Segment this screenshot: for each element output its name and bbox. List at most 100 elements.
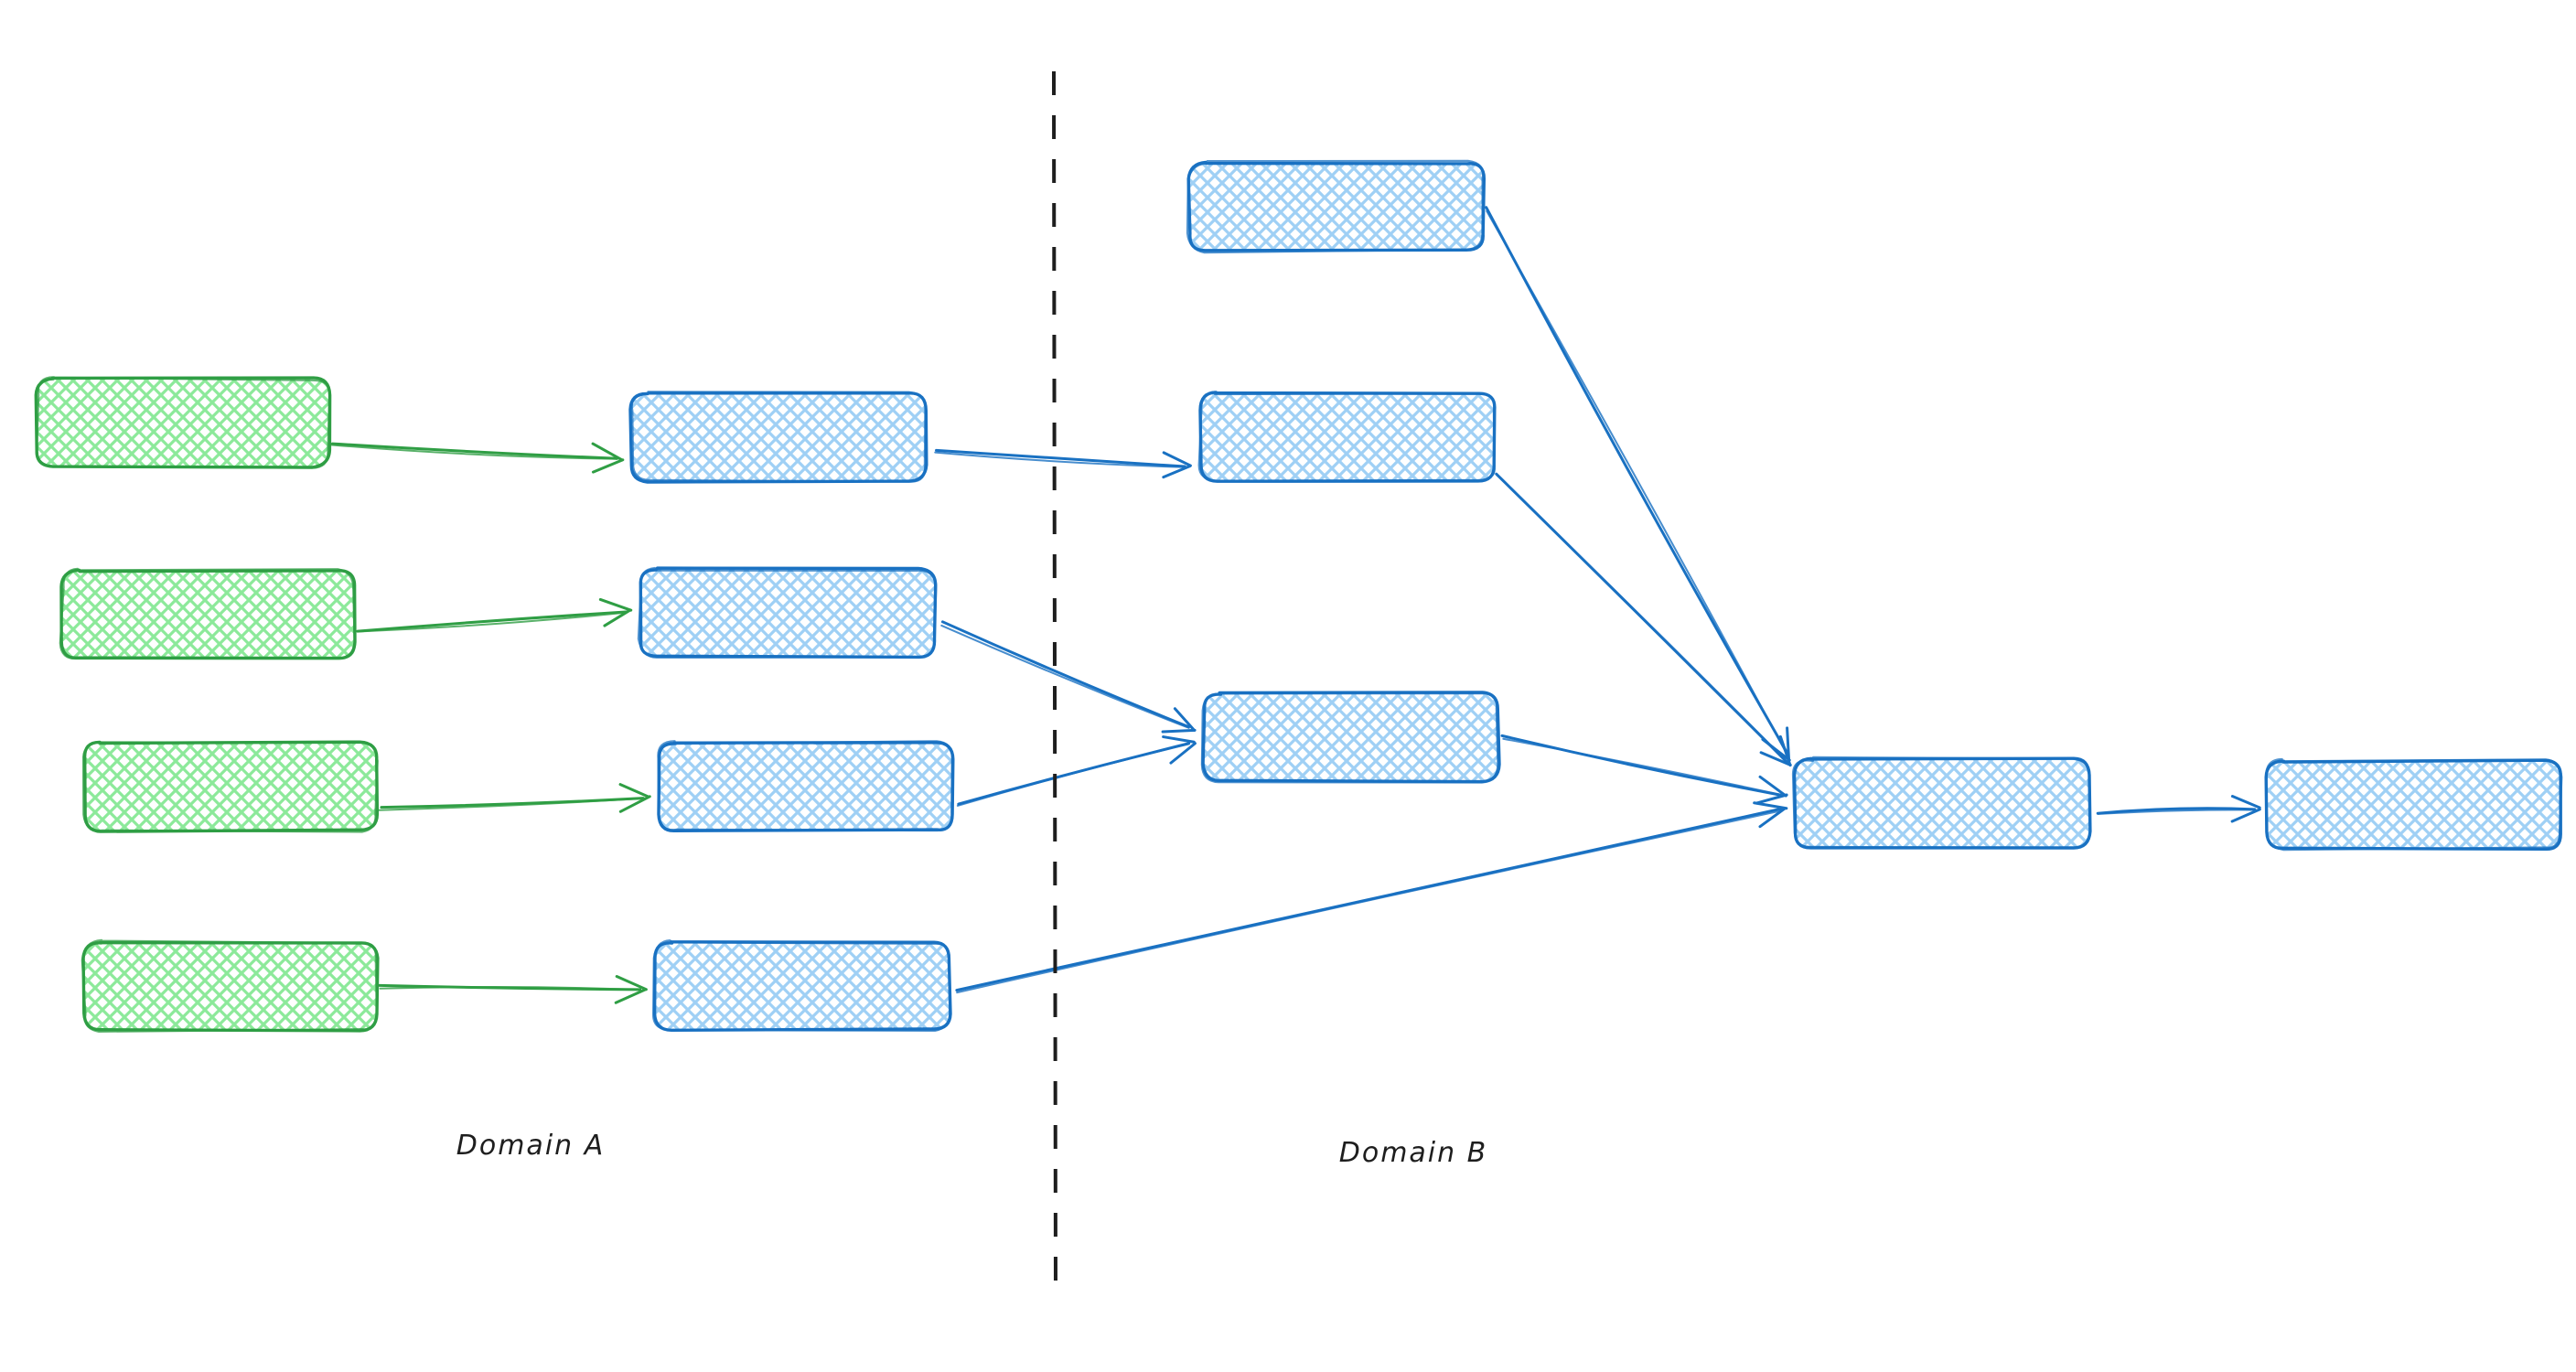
edge-shaft bbox=[329, 444, 618, 460]
edge-e-b1-merge[interactable] bbox=[1485, 206, 1791, 762]
edge-shaft bbox=[330, 442, 618, 460]
edges-layer bbox=[329, 206, 2261, 1004]
edge-arrowhead bbox=[2230, 795, 2261, 809]
edge-arrowhead bbox=[1161, 728, 1197, 734]
node-blue-out[interactable] bbox=[2264, 757, 2563, 852]
edge-arrowhead bbox=[1755, 793, 1788, 805]
edge-e-m3-b3[interactable] bbox=[956, 735, 1197, 807]
node-outline bbox=[1791, 756, 2091, 849]
edge-shaft bbox=[379, 986, 641, 991]
nodes-layer bbox=[34, 159, 2563, 1033]
node-blue-m4[interactable] bbox=[652, 939, 952, 1032]
edge-shaft bbox=[934, 451, 1187, 468]
edge-shaft bbox=[2096, 807, 2257, 815]
node-outline bbox=[1186, 159, 1485, 254]
edge-e-merge-out[interactable] bbox=[2096, 795, 2261, 823]
edge-shaft bbox=[357, 611, 628, 633]
edge-shaft bbox=[1500, 734, 1783, 797]
node-outline bbox=[652, 939, 951, 1032]
node-fill bbox=[83, 742, 378, 831]
node-outline bbox=[630, 391, 927, 483]
edge-e-g1-m1[interactable] bbox=[329, 442, 625, 474]
edge-shaft bbox=[2097, 809, 2256, 815]
node-outline bbox=[1197, 391, 1496, 482]
edge-shaft bbox=[935, 448, 1186, 468]
edge-arrowhead bbox=[1758, 807, 1787, 829]
node-blue-merge[interactable] bbox=[1791, 756, 2092, 850]
edge-shaft bbox=[956, 743, 1190, 807]
node-outline bbox=[657, 740, 953, 832]
edge-arrowhead bbox=[1753, 801, 1788, 810]
edge-arrowhead bbox=[1173, 707, 1196, 732]
edge-shaft bbox=[940, 624, 1190, 729]
edge-arrowhead bbox=[1778, 734, 1792, 767]
edge-e-m1-b2[interactable] bbox=[934, 448, 1192, 479]
node-fill bbox=[1200, 392, 1495, 481]
edge-arrowhead bbox=[1786, 726, 1791, 761]
edge-arrowhead bbox=[1169, 742, 1197, 765]
edge-arrowhead bbox=[598, 597, 633, 612]
label-domain-a: Domain A bbox=[456, 1130, 605, 1162]
edge-shaft bbox=[356, 610, 628, 633]
edge-shaft bbox=[1486, 209, 1788, 756]
node-fill bbox=[655, 941, 950, 1031]
node-blue-m2[interactable] bbox=[637, 566, 938, 659]
node-fill bbox=[1794, 758, 2089, 848]
node-fill bbox=[631, 392, 927, 482]
edge-shaft bbox=[956, 809, 1781, 994]
edge-e-g4-m4[interactable] bbox=[378, 975, 648, 1004]
node-outline bbox=[59, 567, 356, 660]
domain-divider-line bbox=[1052, 70, 1057, 1292]
edge-arrowhead bbox=[591, 458, 625, 474]
node-green-4[interactable] bbox=[80, 938, 380, 1033]
node-fill bbox=[83, 941, 378, 1031]
node-outline bbox=[2265, 757, 2563, 852]
edge-arrowhead bbox=[1162, 465, 1192, 479]
edge-e-b3-merge[interactable] bbox=[1500, 734, 1788, 805]
edge-arrowhead bbox=[1162, 735, 1196, 744]
node-fill bbox=[2266, 760, 2562, 850]
node-fill bbox=[1189, 162, 1485, 251]
edge-e-m2-b3[interactable] bbox=[940, 620, 1197, 734]
node-fill bbox=[639, 568, 936, 658]
edge-arrowhead bbox=[591, 442, 624, 462]
edge-shaft bbox=[1496, 474, 1789, 764]
divider-layer bbox=[1052, 70, 1057, 1292]
node-blue-m1[interactable] bbox=[628, 391, 928, 484]
edge-arrowhead bbox=[618, 783, 650, 799]
edge-arrowhead bbox=[603, 608, 632, 627]
edge-shaft bbox=[955, 807, 1783, 992]
edge-arrowhead bbox=[1758, 775, 1787, 798]
edge-e-g3-m3[interactable] bbox=[378, 783, 651, 813]
node-green-3[interactable] bbox=[81, 740, 380, 833]
edge-arrowhead bbox=[2230, 808, 2261, 823]
node-blue-m3[interactable] bbox=[657, 740, 955, 833]
node-outline bbox=[36, 376, 331, 469]
edge-shaft bbox=[378, 797, 646, 811]
label-domain-b: Domain B bbox=[1339, 1137, 1488, 1169]
edge-arrowhead bbox=[614, 988, 647, 1004]
node-outline bbox=[1200, 691, 1499, 784]
edge-arrowhead bbox=[618, 795, 651, 813]
edge-arrowhead bbox=[1759, 751, 1792, 766]
edge-e-g2-m2[interactable] bbox=[356, 597, 633, 633]
edge-shaft bbox=[940, 620, 1191, 729]
node-fill bbox=[62, 571, 356, 659]
labels-layer: Domain A Domain B bbox=[456, 1130, 1488, 1169]
node-blue-b2[interactable] bbox=[1197, 391, 1497, 483]
node-outline bbox=[637, 566, 938, 659]
edge-e-b2-merge[interactable] bbox=[1495, 472, 1792, 767]
node-blue-b1[interactable] bbox=[1186, 159, 1487, 254]
node-green-1[interactable] bbox=[34, 376, 332, 469]
node-blue-b3[interactable] bbox=[1200, 691, 1501, 784]
node-fill bbox=[659, 742, 954, 831]
node-outline bbox=[81, 741, 379, 833]
node-green-2[interactable] bbox=[59, 567, 357, 660]
edge-shaft bbox=[1502, 737, 1781, 796]
edge-arrowhead bbox=[615, 975, 648, 991]
node-fill bbox=[1203, 692, 1499, 782]
edge-e-m4-merge[interactable] bbox=[955, 801, 1788, 994]
node-outline bbox=[80, 938, 378, 1033]
